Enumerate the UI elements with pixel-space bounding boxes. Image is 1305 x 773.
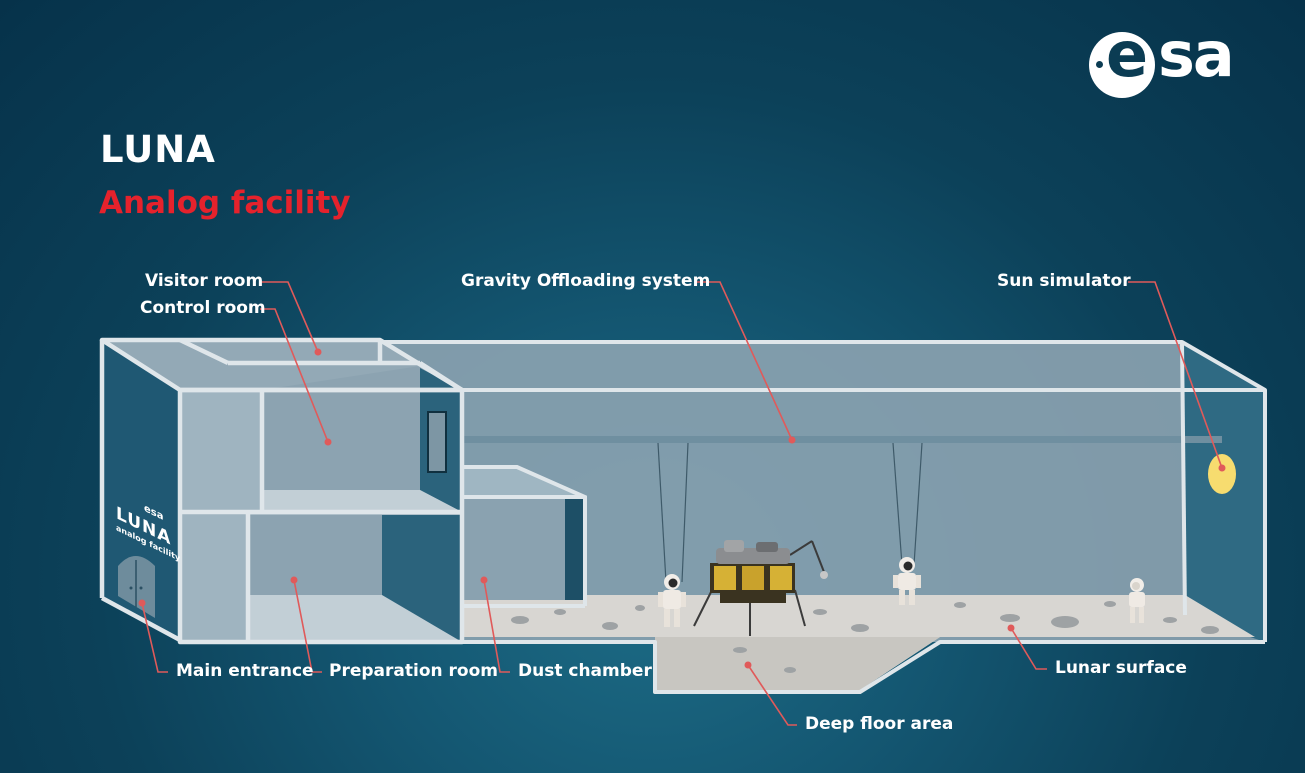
label-sun-simulator: Sun simulator bbox=[997, 271, 1131, 291]
label-gravity-offloading: Gravity Offloading system bbox=[461, 271, 711, 291]
hall-outline bbox=[380, 340, 1267, 694]
hall-back-wall bbox=[380, 342, 1265, 642]
astronaut-icon bbox=[1129, 578, 1145, 623]
offloading-cables bbox=[657, 442, 923, 583]
page-title: LUNA bbox=[100, 128, 216, 171]
sun-simulator-icon bbox=[1208, 454, 1236, 494]
leader-lines bbox=[141, 281, 1223, 726]
label-main-entrance: Main entrance bbox=[176, 661, 314, 681]
logo-e-letter: e bbox=[1106, 18, 1149, 91]
preparation-room-interior bbox=[250, 515, 382, 595]
control-room-window bbox=[427, 411, 447, 473]
logo-wordmark: sa bbox=[1158, 18, 1235, 91]
label-deep-floor: Deep floor area bbox=[805, 714, 954, 734]
dust-chamber-outline bbox=[462, 465, 587, 608]
deep-floor bbox=[655, 637, 940, 690]
astronaut-icon bbox=[893, 557, 921, 605]
page-subtitle: Analog facility bbox=[99, 185, 351, 221]
control-room-interior bbox=[262, 366, 420, 490]
astronaut-icon bbox=[658, 574, 686, 627]
regolith-rocks bbox=[511, 601, 1219, 673]
lunar-lander-icon bbox=[693, 540, 828, 636]
label-dust-chamber: Dust chamber bbox=[518, 661, 652, 681]
logo-dot bbox=[1096, 61, 1103, 68]
label-preparation-room: Preparation room bbox=[329, 661, 498, 681]
dust-chamber-side bbox=[565, 497, 585, 600]
building-outline bbox=[99, 337, 465, 645]
preparation-room-floor bbox=[250, 595, 462, 642]
gravity-offloading-rail bbox=[462, 436, 1222, 443]
control-room-floor bbox=[262, 490, 462, 512]
esa-logo-icon: e sa bbox=[1086, 24, 1281, 102]
label-lunar-surface: Lunar surface bbox=[1055, 658, 1187, 678]
label-control-room: Control room bbox=[140, 298, 266, 318]
label-visitor-room: Visitor room bbox=[145, 271, 264, 291]
leader-dots bbox=[138, 348, 1226, 669]
dust-chamber-back bbox=[462, 497, 565, 600]
